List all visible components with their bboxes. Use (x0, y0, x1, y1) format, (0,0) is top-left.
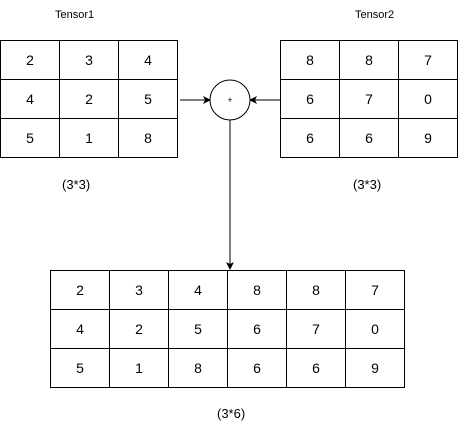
tensor1-row: 5 1 8 (0, 118, 178, 158)
result-grid: 2 3 4 8 8 7 4 2 5 6 7 0 5 1 8 6 6 9 (50, 270, 405, 388)
operator-circle (209, 79, 251, 121)
tensor1-grid: 2 3 4 4 2 5 5 1 8 (0, 40, 178, 158)
tensor1-cell: 5 (0, 118, 60, 158)
result-cell: 6 (227, 348, 287, 388)
result-shape: (3*6) (217, 406, 246, 421)
result-cell: 6 (227, 309, 287, 349)
result-cell: 8 (286, 270, 346, 310)
result-cell: 6 (286, 348, 346, 388)
result-cell: 2 (50, 270, 110, 310)
tensor1-title: Tensor1 (55, 9, 95, 21)
result-cell: 8 (227, 270, 287, 310)
result-cell: 5 (168, 309, 228, 349)
tensor2-cell: 6 (280, 118, 340, 158)
tensor1-cell: 1 (59, 118, 119, 158)
tensor1-cell: 3 (59, 40, 119, 80)
tensor2-shape: (3*3) (353, 177, 382, 192)
tensor2-row: 6 6 9 (280, 118, 458, 158)
result-cell: 4 (168, 270, 228, 310)
tensor1-cell: 5 (118, 79, 178, 119)
result-cell: 3 (109, 270, 169, 310)
result-cell: 0 (345, 309, 405, 349)
result-cell: 1 (109, 348, 169, 388)
tensor2-cell: 9 (398, 118, 458, 158)
result-cell: 7 (286, 309, 346, 349)
tensor1-shape: (3*3) (62, 177, 91, 192)
result-row: 5 1 8 6 6 9 (50, 348, 405, 388)
tensor2-grid: 8 8 7 6 7 0 6 6 9 (280, 40, 458, 158)
result-row: 2 3 4 8 8 7 (50, 270, 405, 310)
result-cell: 8 (168, 348, 228, 388)
tensor1-cell: 2 (0, 40, 60, 80)
result-cell: 7 (345, 270, 405, 310)
tensor2-cell: 7 (398, 40, 458, 80)
result-cell: 9 (345, 348, 405, 388)
tensor2-cell: 6 (339, 118, 399, 158)
result-row: 4 2 5 6 7 0 (50, 309, 405, 349)
result-cell: 2 (109, 309, 169, 349)
tensor1-cell: 8 (118, 118, 178, 158)
result-cell: 4 (50, 309, 110, 349)
tensor2-cell: 0 (398, 79, 458, 119)
operator-symbol: + (227, 95, 232, 105)
tensor2-row: 8 8 7 (280, 40, 458, 80)
result-cell: 5 (50, 348, 110, 388)
tensor2-title: Tensor2 (355, 9, 395, 21)
